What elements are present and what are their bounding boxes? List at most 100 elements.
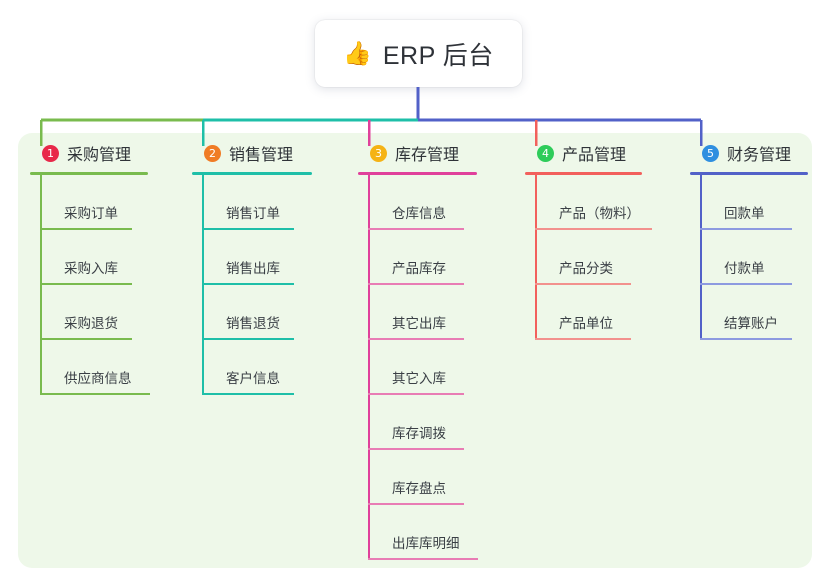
leaf-item-label: 销售订单: [226, 206, 280, 221]
leaf-item-underline: [368, 228, 464, 230]
leaf-item-label: 其它入库: [392, 371, 446, 386]
leaf-item-underline: [202, 228, 294, 230]
diagram-panel: [18, 133, 812, 568]
branch-underline: [30, 172, 148, 175]
leaf-item-underline: [368, 558, 478, 560]
leaf-item-label: 出库库明细: [392, 536, 460, 551]
leaf-item-underline: [700, 228, 792, 230]
leaf-item-underline: [535, 283, 631, 285]
leaf-item-label: 销售出库: [226, 261, 280, 276]
leaf-item[interactable]: 其它入库: [358, 340, 477, 395]
leaf-item[interactable]: 销售出库: [192, 230, 312, 285]
branch-column-1: 1 采购管理采购订单采购入库采购退货供应商信息: [30, 140, 150, 395]
branch-item-list: 仓库信息产品库存其它出库其它入库库存调拨库存盘点出库库明细: [358, 175, 478, 560]
branch-number-badge: 4: [537, 144, 554, 162]
leaf-item-underline: [40, 338, 132, 340]
branch-header-3[interactable]: 3 库存管理: [358, 140, 477, 166]
branch-title: 采购管理: [67, 147, 132, 164]
leaf-item[interactable]: 产品（物料）: [525, 175, 652, 230]
root-node-card[interactable]: 👍 ERP 后台: [315, 20, 522, 87]
leaf-item[interactable]: 采购退货: [30, 285, 148, 340]
branch-item-list: 回款单付款单结算账户: [690, 175, 808, 340]
leaf-item-label: 产品分类: [559, 261, 613, 276]
leaf-item[interactable]: 采购订单: [30, 175, 148, 230]
leaf-item-underline: [40, 228, 132, 230]
leaf-item[interactable]: 采购入库: [30, 230, 148, 285]
leaf-item-underline: [535, 228, 652, 230]
branch-number-badge: 3: [370, 144, 387, 162]
branch-title: 产品管理: [562, 147, 627, 164]
branch-number-badge: 1: [42, 144, 59, 162]
leaf-item-underline: [368, 503, 464, 505]
branch-spine: [368, 175, 370, 560]
branch-column-2: 2 销售管理销售订单销售出库销售退货客户信息: [192, 140, 312, 395]
leaf-item-label: 结算账户: [724, 316, 778, 331]
leaf-item-underline: [40, 393, 150, 395]
leaf-item-label: 仓库信息: [392, 206, 446, 221]
leaf-item-underline: [700, 283, 792, 285]
branch-spine: [700, 175, 702, 340]
leaf-item-underline: [202, 338, 294, 340]
leaf-item-label: 供应商信息: [64, 371, 132, 386]
leaf-item-underline: [202, 283, 294, 285]
branch-underline: [192, 172, 312, 175]
leaf-item[interactable]: 结算账户: [690, 285, 808, 340]
branch-spine: [40, 175, 42, 395]
leaf-item-label: 产品（物料）: [559, 206, 640, 221]
branch-title: 财务管理: [727, 147, 792, 164]
branch-underline: [690, 172, 808, 175]
root-node-inner: 👍 ERP 后台: [343, 36, 494, 72]
leaf-item-underline: [368, 393, 464, 395]
branch-number-badge: 5: [702, 144, 719, 162]
leaf-item-underline: [535, 338, 631, 340]
branch-item-list: 销售订单销售出库销售退货客户信息: [192, 175, 312, 395]
leaf-item-label: 库存调拨: [392, 426, 446, 441]
branch-underline: [358, 172, 477, 175]
leaf-item[interactable]: 回款单: [690, 175, 808, 230]
leaf-item[interactable]: 供应商信息: [30, 340, 150, 395]
leaf-item[interactable]: 库存盘点: [358, 450, 477, 505]
branch-title: 销售管理: [229, 147, 294, 164]
leaf-item-underline: [40, 283, 132, 285]
leaf-item[interactable]: 库存调拨: [358, 395, 477, 450]
leaf-item[interactable]: 产品库存: [358, 230, 477, 285]
branch-column-5: 5 财务管理回款单付款单结算账户: [690, 140, 808, 340]
leaf-item-label: 销售退货: [226, 316, 280, 331]
leaf-item[interactable]: 产品分类: [525, 230, 642, 285]
leaf-item-label: 产品单位: [559, 316, 613, 331]
leaf-item-label: 客户信息: [226, 371, 280, 386]
branch-underline: [525, 172, 642, 175]
leaf-item-label: 采购退货: [64, 316, 118, 331]
leaf-item-underline: [368, 283, 464, 285]
branch-column-4: 4 产品管理产品（物料） 产品分类产品单位: [525, 140, 652, 340]
leaf-item-label: 付款单: [724, 261, 765, 276]
branch-title: 库存管理: [395, 147, 460, 164]
leaf-item[interactable]: 销售订单: [192, 175, 312, 230]
leaf-item-label: 回款单: [724, 206, 765, 221]
branch-header-5[interactable]: 5 财务管理: [690, 140, 808, 166]
leaf-item[interactable]: 客户信息: [192, 340, 312, 395]
branch-spine: [535, 175, 537, 340]
leaf-item[interactable]: 其它出库: [358, 285, 477, 340]
leaf-item-label: 库存盘点: [392, 481, 446, 496]
leaf-item[interactable]: 销售退货: [192, 285, 312, 340]
leaf-item-underline: [368, 338, 464, 340]
leaf-item-label: 采购订单: [64, 206, 118, 221]
thumbs-up-icon: 👍: [343, 40, 372, 66]
leaf-item-label: 产品库存: [392, 261, 446, 276]
leaf-item[interactable]: 仓库信息: [358, 175, 477, 230]
branch-header-2[interactable]: 2 销售管理: [192, 140, 312, 166]
leaf-item-underline: [368, 448, 464, 450]
leaf-item[interactable]: 出库库明细: [358, 505, 478, 560]
leaf-item-label: 采购入库: [64, 261, 118, 276]
leaf-item[interactable]: 产品单位: [525, 285, 642, 340]
leaf-item-label: 其它出库: [392, 316, 446, 331]
leaf-item[interactable]: 付款单: [690, 230, 808, 285]
branch-header-4[interactable]: 4 产品管理: [525, 140, 642, 166]
branch-number-badge: 2: [204, 144, 221, 162]
branch-item-list: 产品（物料） 产品分类产品单位: [525, 175, 652, 340]
leaf-item-underline: [700, 338, 792, 340]
leaf-item-underline: [202, 393, 294, 395]
branch-header-1[interactable]: 1 采购管理: [30, 140, 148, 166]
branch-item-list: 采购订单采购入库采购退货供应商信息: [30, 175, 150, 395]
